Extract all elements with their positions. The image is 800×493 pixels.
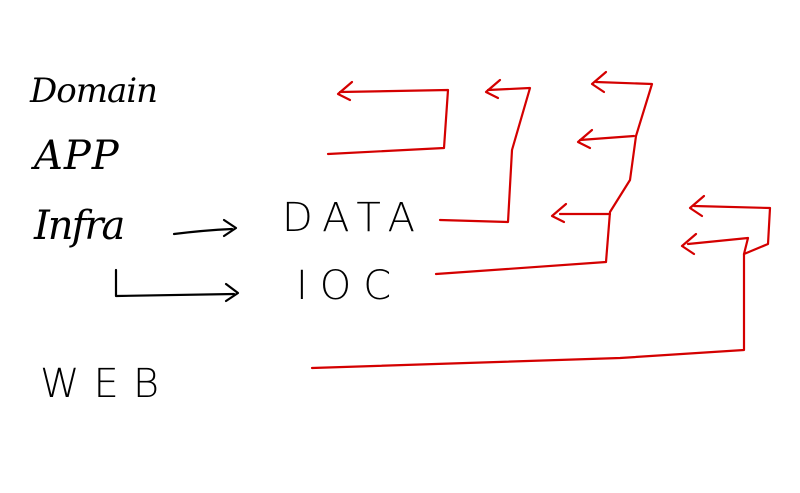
web-layer-label: WEB <box>40 361 174 407</box>
infra-to-ioc-arrow <box>114 268 240 303</box>
data-layer-label: DATA <box>282 195 426 241</box>
data-to-domain-dependency <box>438 78 532 224</box>
app-to-domain-dependency <box>326 80 450 156</box>
web-dependencies <box>310 194 772 370</box>
ioc-to-app-arrowhead <box>576 128 594 150</box>
app-to-domain-line <box>326 88 450 156</box>
infra-to-ioc-arrow-head <box>224 282 240 303</box>
app-layer-label: APP <box>34 133 120 179</box>
infra-to-data-arrow <box>172 218 238 238</box>
infra-layer-label: Infra <box>34 203 125 249</box>
ioc-dependencies <box>434 70 654 276</box>
ioc-to-app-branch <box>578 134 636 142</box>
data-to-domain-arrowhead <box>484 78 502 100</box>
data-to-domain-line <box>438 86 532 224</box>
infra-to-data-arrow-head <box>222 218 238 238</box>
ioc-to-domain-arrowhead <box>590 70 608 94</box>
domain-layer-label: Domain <box>30 71 158 111</box>
web-to-ioc-branch <box>686 236 750 256</box>
app-to-domain-arrowhead <box>336 80 354 102</box>
ioc-dependency-line <box>434 80 654 276</box>
web-to-ioc-arrowhead <box>680 232 698 256</box>
web-dependency-line <box>310 204 772 370</box>
web-to-data-arrowhead <box>688 194 706 218</box>
infra-to-data-arrow-shaft <box>172 227 234 236</box>
ioc-layer-label: IOC <box>296 263 404 309</box>
ioc-to-data-arrowhead <box>550 202 568 224</box>
infra-to-ioc-arrow-shaft <box>114 268 236 298</box>
